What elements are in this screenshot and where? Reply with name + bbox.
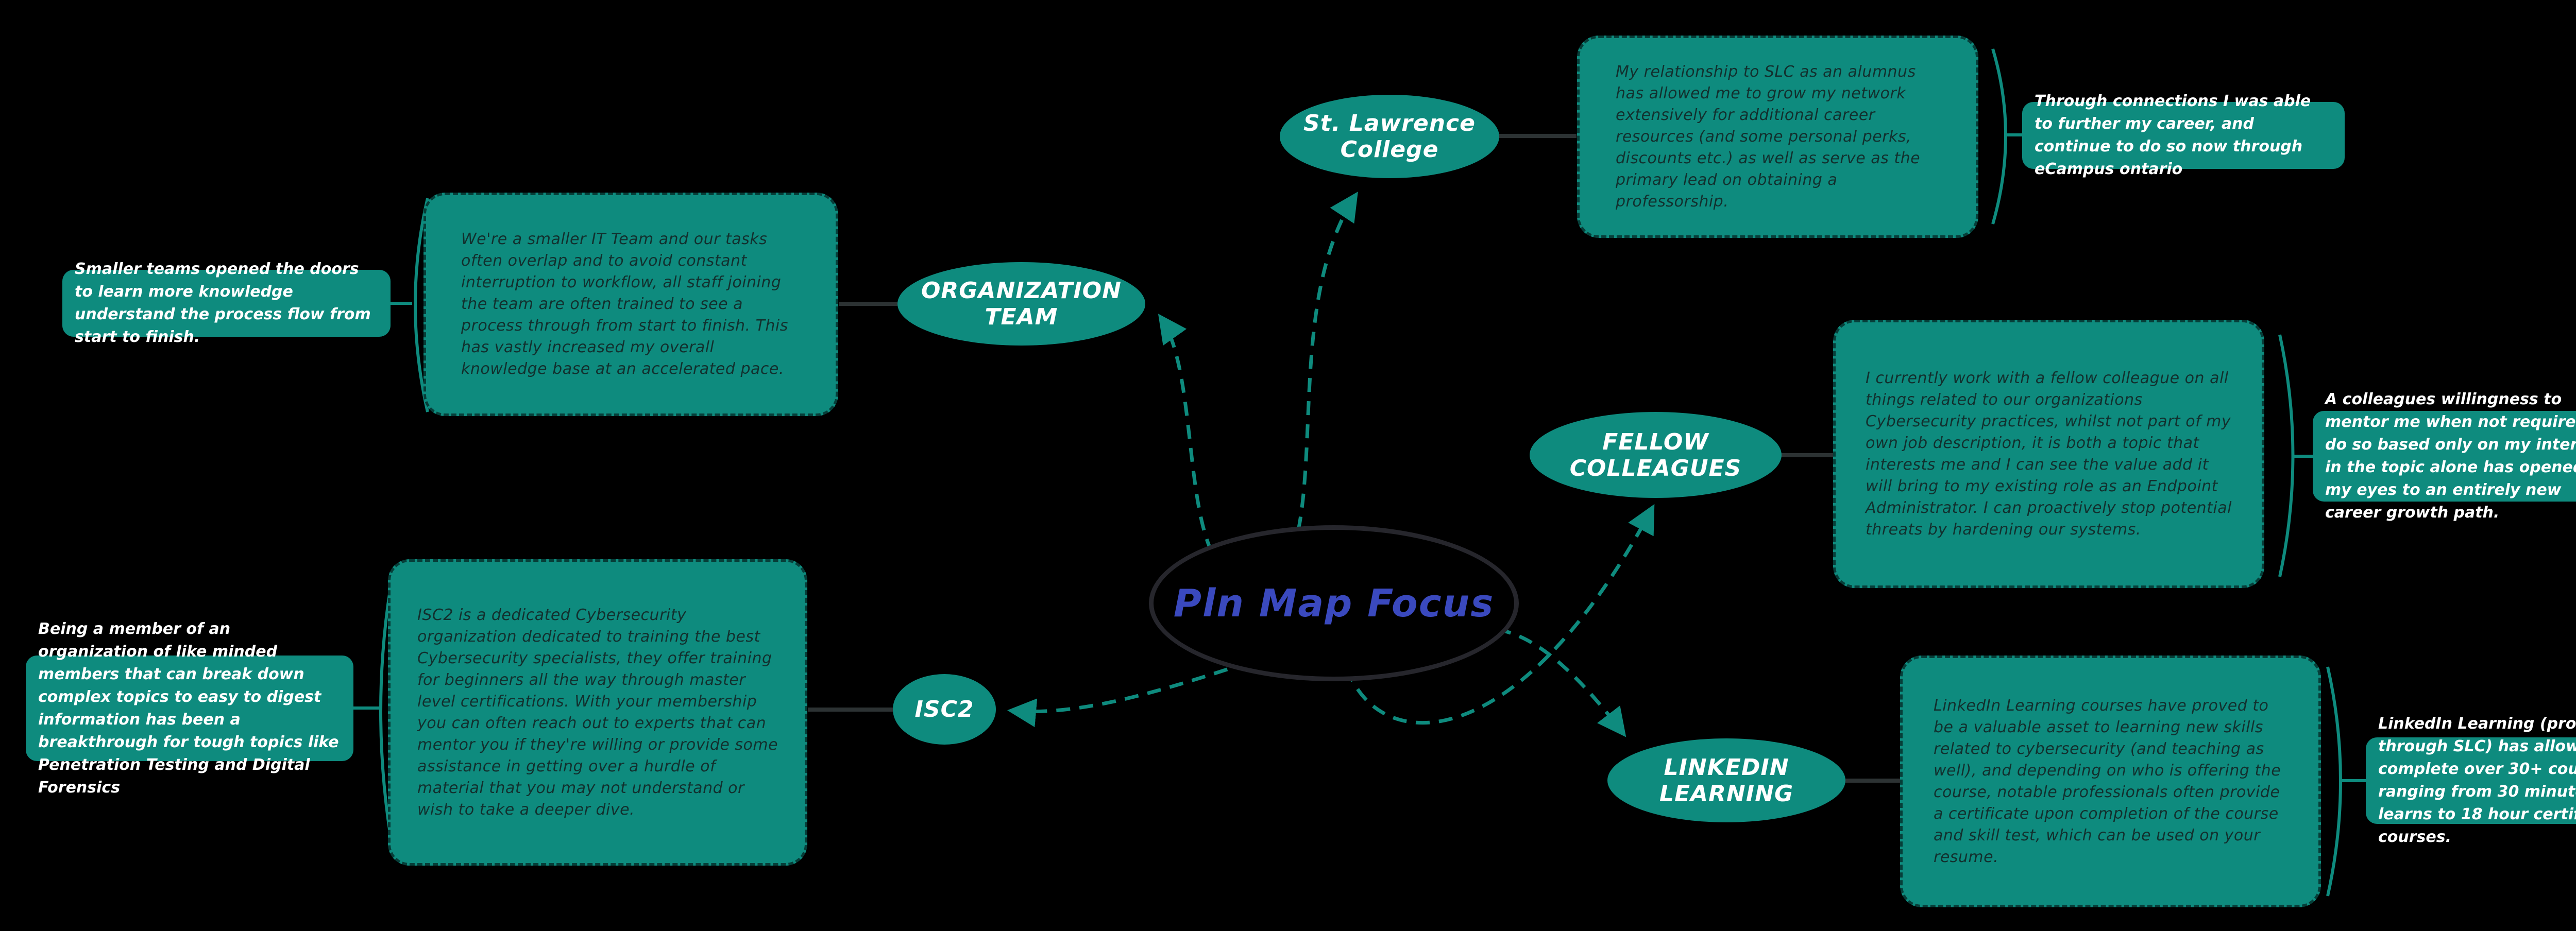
branch-label: ISC2: [914, 696, 974, 722]
curve-central-to-organization-team: [1158, 314, 1214, 553]
note-box-linkedin-learning[interactable]: LinkedIn Learning courses have proved to…: [1900, 656, 2321, 907]
callout-text: LinkedIn Learning (provided free through…: [2378, 715, 2576, 846]
branch-ellipse-fellow-colleagues[interactable]: FELLOW COLLEAGUES: [1530, 412, 1782, 498]
note-text: ISC2 is a dedicated Cybersecurity organi…: [417, 606, 778, 819]
callout-isc2[interactable]: Being a member of an organization of lik…: [26, 620, 353, 797]
curve-central-to-isc2: [1007, 660, 1250, 728]
branch-ellipse-isc2[interactable]: ISC2: [893, 674, 996, 745]
curve-central-to-st-lawrence-college: [1296, 192, 1358, 531]
note-text: I currently work with a fellow colleague…: [1866, 369, 2232, 539]
central-topic[interactable]: Pln Map Focus: [1149, 525, 1519, 681]
callout-organization-team[interactable]: Smaller teams opened the doors to learn …: [62, 260, 391, 346]
note-text: My relationship to SLC as an alumnus has…: [1616, 62, 1921, 211]
bracket-organization-note: [414, 198, 429, 412]
callout-text: Through connections I was able to furthe…: [2035, 92, 2311, 178]
branch-label: ORGANIZATION TEAM: [921, 278, 1122, 330]
note-text: LinkedIn Learning courses have proved to…: [1934, 696, 2281, 866]
callout-text: Smaller teams opened the doors to learn …: [75, 260, 371, 346]
note-box-organization-team[interactable]: We're a smaller IT Team and our tasks of…: [423, 193, 838, 416]
note-box-isc2[interactable]: ISC2 is a dedicated Cybersecurity organi…: [388, 559, 807, 866]
note-box-fellow-colleagues[interactable]: I currently work with a fellow colleague…: [1833, 320, 2264, 588]
branch-ellipse-st-lawrence-college[interactable]: St. Lawrence College: [1280, 95, 1499, 178]
callout-text: A colleagues willingness to mentor me wh…: [2325, 390, 2576, 522]
branch-label: St. Lawrence College: [1303, 110, 1476, 163]
branch-label: FELLOW COLLEAGUES: [1569, 428, 1742, 481]
central-topic-label: Pln Map Focus: [1173, 581, 1495, 626]
callout-st-lawrence-college[interactable]: Through connections I was able to furthe…: [2022, 92, 2345, 178]
branch-label: LINKEDIN LEARNING: [1659, 754, 1794, 807]
callout-text: Being a member of an organization of lik…: [38, 619, 339, 797]
callout-fellow-colleagues[interactable]: A colleagues willingness to mentor me wh…: [2313, 390, 2576, 522]
bracket-linkedin-note: [2326, 666, 2342, 896]
bracket-fellow-note: [2278, 334, 2295, 577]
branch-ellipse-linkedin-learning[interactable]: LINKEDIN LEARNING: [1607, 738, 1845, 822]
branch-ellipse-organization-team[interactable]: ORGANIZATION TEAM: [897, 262, 1145, 346]
bracket-isc2-note: [379, 568, 395, 855]
bracket-st-lawrence-note: [1991, 48, 2007, 225]
callout-linkedin-learning[interactable]: LinkedIn Learning (provided free through…: [2366, 715, 2576, 846]
note-box-st-lawrence-college[interactable]: My relationship to SLC as an alumnus has…: [1577, 36, 1978, 238]
note-text: We're a smaller IT Team and our tasks of…: [461, 230, 788, 378]
